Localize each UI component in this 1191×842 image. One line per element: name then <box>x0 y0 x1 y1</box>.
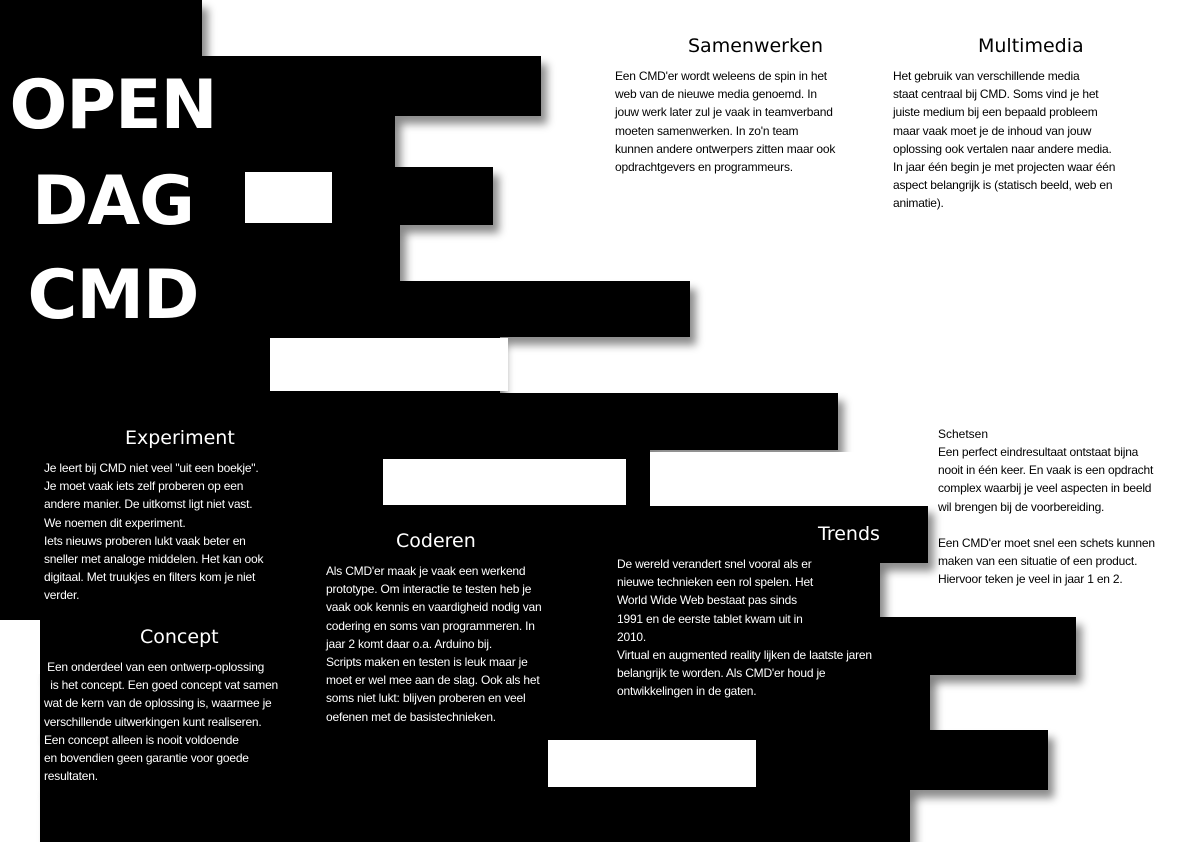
shape-bar-4 <box>200 223 400 283</box>
trends-body: De wereld verandert snel vooral als er n… <box>617 557 872 699</box>
cutout-3 <box>383 459 626 505</box>
cutout-1 <box>245 172 332 223</box>
concept-heading: Concept <box>140 626 219 648</box>
shape-bar-9 <box>0 505 928 563</box>
shape-bar-7 <box>0 393 838 450</box>
schetsen-heading: Schetsen <box>938 427 989 441</box>
shape-bar-13 <box>40 730 1048 790</box>
shape-bar-5 <box>200 281 690 337</box>
cutout-6 <box>548 740 756 787</box>
experiment-body: Je leert bij CMD niet veel "uit een boek… <box>44 461 264 603</box>
shape-bar-11 <box>40 617 1076 675</box>
coderen-body: Als CMD'er maak je vaak een werkend prot… <box>326 564 542 724</box>
cutout-2 <box>270 338 508 391</box>
shape-bar-1 <box>200 56 541 116</box>
title-line-open: OPEN <box>9 66 217 145</box>
shape-bar-12 <box>40 672 930 734</box>
trends-heading: Trends <box>818 523 880 545</box>
shape-bar-10 <box>0 560 880 620</box>
schetsen-body: Een perfect eindresultaat ontstaat bijna… <box>938 445 1155 587</box>
samenwerken-body: Een CMD'er wordt weleens de spin in het … <box>615 69 836 175</box>
cutout-5 <box>0 620 40 674</box>
shape-bar-2 <box>200 114 395 169</box>
concept-body: Een onderdeel van een ontwerp-oplossing … <box>44 660 279 784</box>
samenwerken-heading: Samenwerken <box>688 35 824 57</box>
cutout-4 <box>650 452 930 506</box>
multimedia-heading: Multimedia <box>978 35 1084 57</box>
shape-bar-14 <box>40 787 910 842</box>
shape-top-left-block <box>0 0 202 460</box>
multimedia-body: Het gebruik van verschillende media staa… <box>893 69 1116 211</box>
coderen-heading: Coderen <box>396 530 476 552</box>
title-line-dag: DAG <box>32 162 195 241</box>
experiment-heading: Experiment <box>125 427 235 449</box>
title-line-cmd: CMD <box>27 256 199 335</box>
shape-bar-3 <box>200 167 493 225</box>
